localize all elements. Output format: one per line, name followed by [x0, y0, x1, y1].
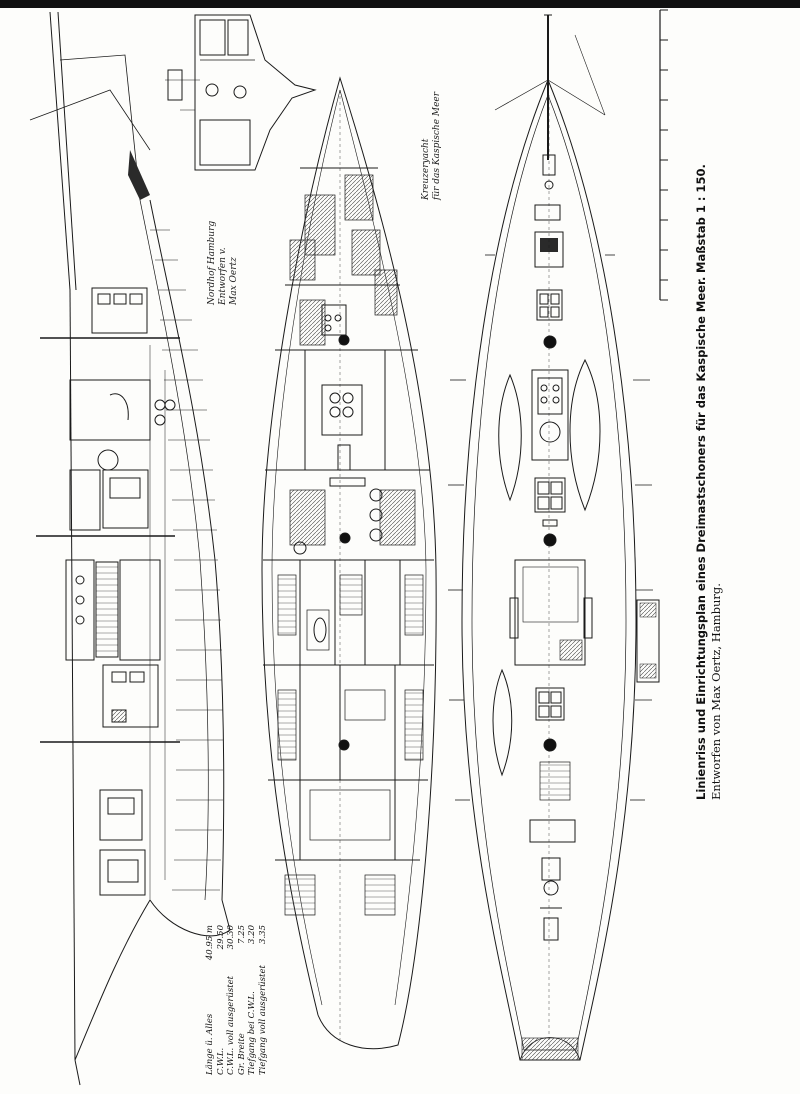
dimension-value: 40.95 m — [205, 925, 215, 961]
scan-top-border — [0, 0, 800, 8]
dimension-value: 30.30 — [226, 925, 236, 950]
scale-bar — [659, 9, 668, 301]
caption-line-2: für das Kaspische Meer — [432, 91, 442, 200]
dimension-row: Länge ü. Alles 40.95 m — [205, 925, 216, 1075]
dimension-row: Tiefgang voll ausgerüstet 3.35 — [258, 925, 269, 1075]
dimension-row: Tiefgang bei C.W.L. 3.20 — [247, 925, 258, 1075]
dimension-value: 7.25 — [236, 925, 247, 944]
signature-line-1: Nordhof Hamburg — [207, 220, 217, 305]
dimension-value: 29.50 — [215, 925, 226, 950]
handwritten-caption: Kreuzeryacht für das Kaspische Meer — [421, 92, 443, 200]
principal-dimensions: Länge ü. Alles 40.95 m C.W.L. 29.50 C.W.… — [205, 925, 268, 1075]
title-block: Linienriss und Einrichtungsplan eines Dr… — [694, 164, 724, 800]
deck-plan — [448, 14, 660, 1061]
signature-line-3: Max Oertz — [229, 257, 239, 305]
dimension-row: C.W.L. 29.50 — [216, 925, 227, 1075]
title-main: Linienriss und Einrichtungsplan eines Dr… — [694, 276, 708, 800]
signature-line-2: Entworfen v. — [218, 247, 228, 305]
dimension-row: Gr. Breite 7.25 — [237, 925, 248, 1075]
dimension-label: Gr. Breite — [236, 1033, 247, 1075]
deck-mast-fore — [543, 335, 557, 349]
profile-view — [29, 11, 231, 1086]
mast-hole-fore — [338, 334, 350, 346]
dimension-label: C.W.L. — [215, 1047, 226, 1075]
dimension-label: Tiefgang bei C.W.L. — [247, 991, 257, 1075]
dimension-label: C.W.L. voll ausgerüstet — [226, 975, 236, 1075]
designer-signature-note: Nordhof Hamburg Entworfen v. Max Oertz — [207, 221, 240, 305]
bow-dark-fill — [128, 150, 150, 200]
mast-hole-main — [339, 532, 351, 544]
mast-hole-mizzen — [338, 739, 350, 751]
title-scale: Maßstab 1 : 150. — [694, 164, 708, 273]
deck-mast-main — [543, 533, 557, 547]
interior-plan — [261, 76, 437, 1050]
dimension-row: C.W.L. voll ausgerüstet 30.30 — [226, 925, 237, 1075]
dimension-label: Tiefgang voll ausgerüstet — [257, 965, 268, 1075]
caption-line-1: Kreuzeryacht — [421, 138, 431, 200]
midship-section — [165, 14, 317, 171]
title-designer: Entworfen von Max Oertz, Hamburg. — [709, 583, 723, 800]
dimension-value: 3.35 — [257, 925, 268, 944]
dimension-value: 3.20 — [247, 925, 257, 944]
deck-mast-mizzen — [543, 738, 557, 752]
dimension-label: Länge ü. Alles — [205, 1013, 215, 1075]
